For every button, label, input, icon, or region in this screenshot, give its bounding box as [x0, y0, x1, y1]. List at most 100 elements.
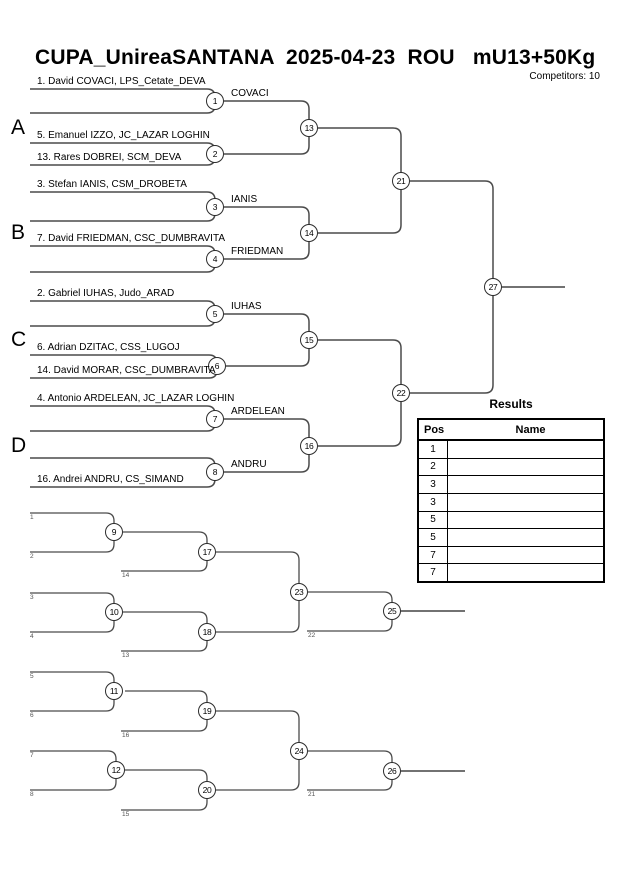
match-circle-27: 27	[484, 278, 502, 296]
results-row: 7	[419, 564, 603, 581]
match-circle-2: 2	[206, 145, 224, 163]
pos-cell: 2	[419, 458, 448, 476]
tournament-title: CUPA_UnireaSANTANA 2025-04-23 ROU mU13+5…	[35, 46, 596, 69]
entry-dobrei: 13. Rares DOBREI, SCM_DEVA	[37, 152, 182, 163]
results-row: 5	[419, 511, 603, 530]
winner-label-andru: ANDRU	[231, 459, 267, 470]
winner-label-covaci: COVACI	[231, 88, 269, 99]
repechage-output-lines	[401, 610, 465, 772]
pos-cell: 7	[419, 564, 448, 581]
source-label-6: 6	[30, 712, 34, 719]
match-circle-7: 7	[206, 410, 224, 428]
match-circle-3: 3	[206, 198, 224, 216]
results-row: 1	[419, 441, 603, 459]
match-circle-9: 9	[105, 523, 123, 541]
source-label-16: 16	[122, 732, 130, 739]
name-cell	[448, 547, 603, 564]
name-cell	[448, 529, 603, 546]
repechage-top-connectors	[30, 512, 393, 652]
winner-label-ianis: IANIS	[231, 194, 258, 205]
entry-ardelean: 4. Antonio ARDELEAN, JC_LAZAR LOGHIN	[37, 393, 235, 404]
entry-andru: 16. Andrei ANDRU, CS_SIMAND	[37, 474, 184, 485]
match-circle-17: 17	[198, 543, 216, 561]
pos-cell: 1	[419, 441, 448, 458]
results-row: 5	[419, 529, 603, 547]
round2-connectors	[224, 100, 310, 473]
source-label-15: 15	[122, 811, 130, 818]
source-label-13: 13	[122, 652, 130, 659]
match-circle-13: 13	[300, 119, 318, 137]
match-circle-23: 23	[290, 583, 308, 601]
entry-friedman: 7. David FRIEDMAN, CSC_DUMBRAVITA	[37, 233, 225, 244]
match-circle-16: 16	[300, 437, 318, 455]
match-circle-21: 21	[392, 172, 410, 190]
match-circle-24: 24	[290, 742, 308, 760]
source-label-4: 4	[30, 633, 34, 640]
match-circle-4: 4	[206, 250, 224, 268]
group-label-a: A	[11, 116, 26, 139]
results-header-name: Name	[515, 423, 546, 436]
pos-cell: 7	[419, 546, 448, 564]
match-circle-8: 8	[206, 463, 224, 481]
match-circle-25: 25	[383, 602, 401, 620]
pos-cell: 5	[419, 511, 448, 529]
winner-label-iuhas: IUHAS	[231, 301, 262, 312]
results-table: Pos Name 1 2 3 3 5	[417, 418, 605, 583]
group-label-c: C	[11, 328, 27, 351]
match-circle-10: 10	[105, 603, 123, 621]
results-row: 3	[419, 493, 603, 512]
results-row: 2	[419, 458, 603, 477]
source-label-22: 22	[308, 632, 316, 639]
match-circle-19: 19	[198, 702, 216, 720]
match-circle-18: 18	[198, 623, 216, 641]
source-label-3: 3	[30, 594, 34, 601]
results-header: Pos Name	[419, 420, 603, 441]
group-label-b: B	[11, 221, 26, 244]
name-cell	[448, 459, 603, 476]
source-label-8: 8	[30, 791, 34, 798]
name-cell	[448, 512, 603, 529]
source-label-5: 5	[30, 673, 34, 680]
competitors-count: Competitors: 10	[529, 71, 600, 82]
results-body: 1 2 3 3 5 5 7	[419, 441, 603, 581]
name-cell	[448, 476, 603, 493]
match-circle-6: 6	[208, 357, 226, 375]
match-circle-26: 26	[383, 762, 401, 780]
entry-ianis: 3. Stefan IANIS, CSM_DROBETA	[37, 179, 187, 190]
source-label-14: 14	[122, 572, 130, 579]
match-circle-20: 20	[198, 781, 216, 799]
source-label-21: 21	[308, 791, 316, 798]
source-label-7: 7	[30, 752, 34, 759]
results-header-pos: Pos	[424, 423, 445, 436]
results-title: Results	[489, 397, 533, 411]
entry-morar: 14. David MORAR, CSC_DUMBRAVITA	[37, 365, 216, 376]
match-circle-1: 1	[206, 92, 224, 110]
group-label-d: D	[11, 434, 27, 457]
results-row: 7	[419, 546, 603, 565]
match-circle-5: 5	[206, 305, 224, 323]
final-connectors	[410, 180, 494, 394]
pos-cell: 5	[419, 529, 448, 546]
repechage-bottom-connectors	[30, 671, 393, 811]
entry-iuhas: 2. Gabriel IUHAS, Judo_ARAD	[37, 288, 175, 299]
match-circle-11: 11	[105, 682, 123, 700]
entry-covaci: 1. David COVACI, LPS_Cetate_DEVA	[37, 76, 206, 87]
pos-cell: 3	[419, 476, 448, 493]
winner-label-ardelean: ARDELEAN	[231, 406, 285, 417]
semifinal-connectors	[318, 127, 402, 447]
winner-label-friedman: FRIEDMAN	[231, 246, 284, 257]
match-circle-14: 14	[300, 224, 318, 242]
pos-cell: 3	[419, 493, 448, 511]
source-label-1: 1	[30, 514, 34, 521]
name-cell	[448, 441, 603, 458]
match-circle-12: 12	[107, 761, 125, 779]
entry-dzitac: 6. Adrian DZITAC, CSS_LUGOJ	[37, 342, 180, 353]
match-circle-15: 15	[300, 331, 318, 349]
source-label-2: 2	[30, 553, 34, 560]
results-row: 3	[419, 476, 603, 494]
name-cell	[448, 564, 603, 581]
entry-izzo: 5. Emanuel IZZO, JC_LAZAR LOGHIN	[37, 130, 210, 141]
name-cell	[448, 494, 603, 511]
